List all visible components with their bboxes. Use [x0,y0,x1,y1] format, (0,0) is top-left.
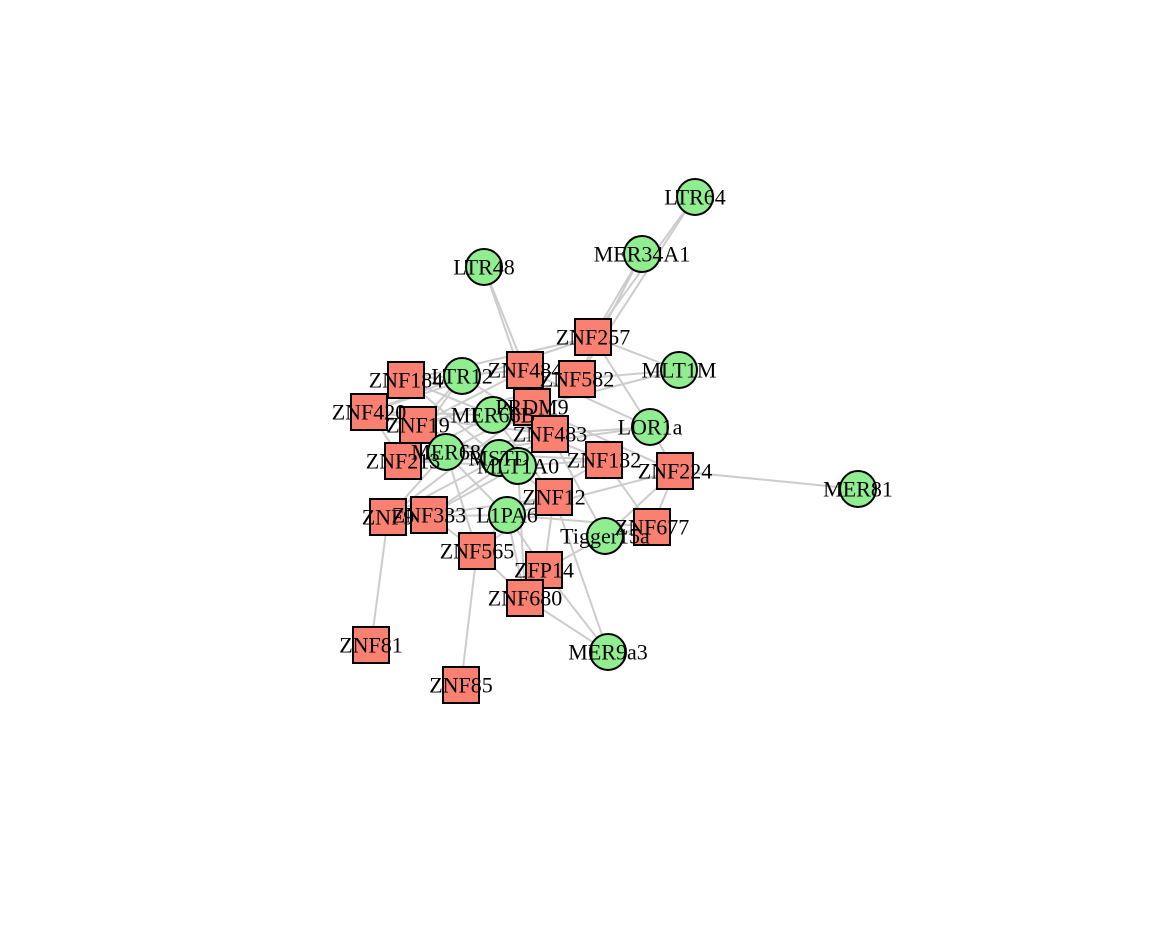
node-label-ZNF677: ZNF677 [615,515,690,540]
node-MER34A1 [623,235,661,273]
node-ZNF81 [352,626,390,664]
node-ZNF565 [458,532,496,570]
edge-ZNF257-ZNF184 [405,336,594,381]
node-ZNF213 [384,442,422,480]
node-label-ZNF19: ZNF19 [386,413,450,438]
edge-ZNF9-ZNF81 [370,516,389,646]
node-layer [350,178,877,704]
node-label-MER68: MER68 [411,440,481,465]
node-MER68 [427,433,465,471]
node-label-ZFP14: ZFP14 [514,558,574,583]
node-label-ZNF680: ZNF680 [488,586,563,611]
node-MER81 [839,470,877,508]
edge-ZNF12-MER9a3 [553,496,609,653]
node-LTR64 [676,178,714,216]
node-ZNF333 [410,496,448,534]
node-ZNF184 [387,361,425,399]
node-label-ZNF85: ZNF85 [429,673,493,698]
node-Tigger15a [586,517,624,555]
node-label-ZNF12: ZNF12 [522,485,586,510]
node-label-LTR48: LTR48 [453,255,515,280]
node-ZNF19 [399,406,437,444]
edge-MER34A1-ZNF582 [576,253,643,380]
node-ZNF224 [656,452,694,490]
node-ZNF257 [574,318,612,356]
node-label-ZNF81: ZNF81 [339,633,403,658]
node-label-MLT1A0: MLT1A0 [477,454,559,479]
node-LTR48 [465,248,503,286]
edge-ZNF483-ZNF333 [428,433,551,516]
node-label-ZNF582: ZNF582 [540,367,615,392]
node-MER66B [474,396,512,434]
node-label-ZNF333: ZNF333 [392,503,467,528]
node-label-ZNF257: ZNF257 [556,325,631,350]
node-ZNF484 [506,351,544,389]
edge-ZNF484-LOR1a [524,369,651,428]
node-label-ZNF9: ZNF9 [362,505,415,530]
node-label-ZNF184: ZNF184 [369,368,444,393]
node-label-MER66B: MER66B [451,403,535,428]
node-label-LOR1a: LOR1a [618,415,683,440]
node-ZNF677 [633,508,671,546]
edge-ZNF565-ZNF85 [460,550,478,686]
node-label-ZNF213: ZNF213 [366,449,441,474]
edge-L1PA6-ZNF677 [506,514,653,528]
edge-ZNF224-MER81 [674,470,859,490]
node-label-PRDM9: PRDM9 [495,395,568,420]
node-ZNF85 [442,666,480,704]
node-label-MER9a3: MER9a3 [568,640,647,665]
node-LOR1a [631,408,669,446]
node-label-L1PA6: L1PA6 [476,503,538,528]
node-label-MER81: MER81 [823,477,893,502]
node-MLT1A0 [499,447,537,485]
edge-MLT1A0-ZNF680 [517,465,526,599]
node-label-ZNF224: ZNF224 [638,459,713,484]
node-label-ZNF132: ZNF132 [567,448,642,473]
node-label-LTR12: LTR12 [431,364,493,389]
node-MER9a3 [589,633,627,671]
node-label-MER34A1: MER34A1 [594,242,691,267]
node-ZNF132 [585,441,623,479]
node-ZNF680 [506,579,544,617]
edge-PRDM9-MLT1M [531,369,680,408]
node-label-MLT1M: MLT1M [642,358,717,383]
node-LTR12 [443,357,481,395]
node-label-Tigger15a: Tigger15a [560,524,650,549]
node-ZNF483 [531,415,569,453]
node-label-LTR64: LTR64 [664,185,726,210]
node-label-ZNF420: ZNF420 [332,400,407,425]
node-label-MSTD: MSTD [468,446,529,471]
node-label-ZNF484: ZNF484 [488,358,563,383]
node-ZNF9 [369,498,407,536]
node-ZNF12 [535,478,573,516]
node-L1PA6 [488,496,526,534]
node-MLT1M [660,351,698,389]
node-ZNF420 [350,393,388,431]
node-label-ZNF483: ZNF483 [513,422,588,447]
node-ZNF582 [558,360,596,398]
node-label-ZNF565: ZNF565 [440,539,515,564]
